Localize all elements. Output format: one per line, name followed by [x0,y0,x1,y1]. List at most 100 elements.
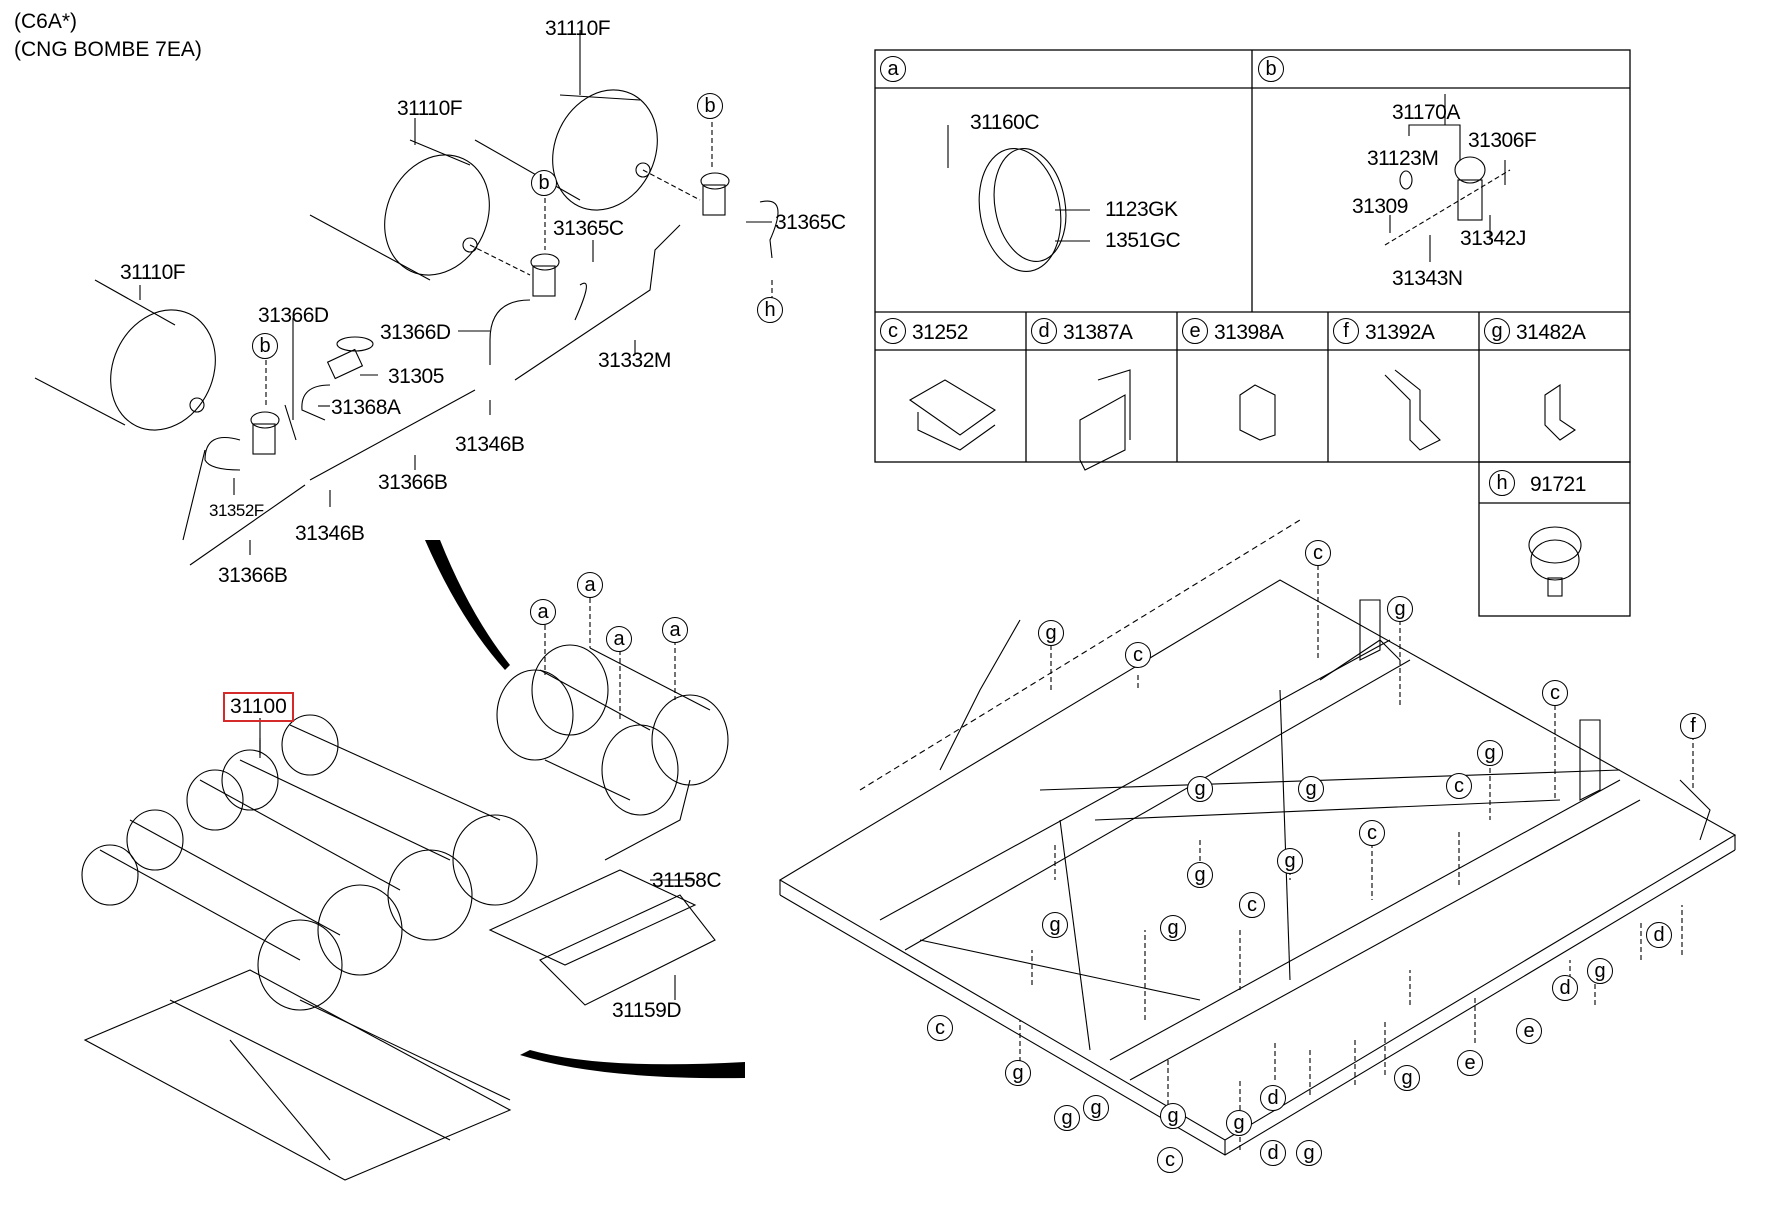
assembly-description: (CNG BOMBE 7EA) [14,38,202,61]
legend-part-31387a[interactable]: 31387A [1063,321,1133,344]
cylinder-left [34,279,216,431]
frame-callout[interactable]: g [1587,958,1613,984]
legend-part-91721[interactable]: 91721 [1530,473,1586,496]
legend-part-1123gk[interactable]: 1123GK [1105,198,1178,221]
frame-callout[interactable]: g [1298,776,1324,802]
frame-callout[interactable]: g [1054,1105,1080,1131]
legend-ref-a: a [880,56,906,82]
callout-a[interactable]: a [530,599,556,625]
large-frame [778,519,1737,1156]
legend-part-31170a[interactable]: 31170A [1392,101,1460,124]
legend-part-31309[interactable]: 31309 [1352,195,1408,218]
part-label-31158c[interactable]: 31158C [652,869,722,892]
frame-callout[interactable]: g [1005,1060,1031,1086]
callout-h[interactable]: h [757,297,783,323]
frame-callout[interactable]: g [1160,915,1186,941]
legend-part-31252[interactable]: 31252 [912,321,968,344]
callout-b-left[interactable]: b [252,333,278,359]
frame-callout[interactable]: e [1457,1050,1483,1076]
frame-callout[interactable]: c [1305,540,1331,566]
legend-part-31343n[interactable]: 31343N [1392,267,1463,290]
legend-grid [874,49,1631,617]
legend-part-31306f[interactable]: 31306F [1468,129,1537,152]
tank-set-a [496,644,729,861]
main-assembly-tanks [81,714,538,1011]
frame-callout[interactable]: g [1477,740,1503,766]
part-label-31368a[interactable]: 31368A [331,396,401,419]
main-assembly-part-number[interactable]: 31100 [223,692,294,722]
legend-ref-b: b [1258,56,1284,82]
part-label-31346b-upper[interactable]: 31346B [455,433,525,456]
legend-drawings [908,94,1582,597]
callout-arrows [425,540,745,1079]
part-label-31159d[interactable]: 31159D [612,999,682,1022]
legend-part-31123m[interactable]: 31123M [1367,147,1439,170]
legend-ref-f: f [1333,318,1359,344]
frame-callout[interactable]: g [1187,776,1213,802]
frame-callout[interactable]: c [1125,642,1151,668]
frame-callout[interactable]: c [1446,773,1472,799]
valve-assemblies [250,169,730,455]
legend-ref-e: e [1182,318,1208,344]
a-leaders [544,598,676,720]
part-label-31366d-left[interactable]: 31366D [258,304,329,327]
callout-a[interactable]: a [662,617,688,643]
legend-ref-c: c [880,318,906,344]
frame-callout[interactable]: g [1042,912,1068,938]
frame-callout[interactable]: c [1157,1147,1183,1173]
pipes [182,200,779,566]
frame-callout[interactable]: d [1552,975,1578,1001]
frame-callout[interactable]: g [1394,1065,1420,1091]
frame-callout[interactable]: e [1516,1018,1542,1044]
frame-callout[interactable]: d [1260,1085,1286,1111]
part-label-31332m[interactable]: 31332M [598,349,671,372]
frame-callout[interactable]: c [1359,820,1385,846]
legend-part-31342j[interactable]: 31342J [1460,227,1526,250]
frame-leaders [1019,565,1694,1150]
cylinder-mid [309,139,490,281]
legend-part-31160c[interactable]: 31160C [970,111,1040,134]
legend-ref-h: h [1489,470,1515,496]
part-label-31366d-mid[interactable]: 31366D [380,321,451,344]
legend-part-31392a[interactable]: 31392A [1365,321,1435,344]
frame-callout[interactable]: c [927,1015,953,1041]
part-label-31110f-left[interactable]: 31110F [120,261,186,284]
callout-a[interactable]: a [577,572,603,598]
callout-b-top[interactable]: b [697,93,723,119]
part-label-31110f-mid[interactable]: 31110F [397,97,463,120]
frame-callout[interactable]: g [1187,862,1213,888]
frame-callout[interactable]: g [1160,1103,1186,1129]
part-leaders [139,30,772,555]
part-label-31365c-top[interactable]: 31365C [775,211,846,234]
frame-callout[interactable]: c [1542,680,1568,706]
frame-callout[interactable]: c [1239,892,1265,918]
frame-callout[interactable]: f [1680,713,1706,739]
part-label-31366b-upper[interactable]: 31366B [378,471,448,494]
cover-plates [488,869,716,1006]
legend-part-1351gc[interactable]: 1351GC [1105,229,1181,252]
frame-callout[interactable]: d [1646,922,1672,948]
frame-callout[interactable]: d [1260,1140,1286,1166]
frame-callout[interactable]: g [1296,1140,1322,1166]
part-label-31366b-lower[interactable]: 31366B [218,564,288,587]
legend-ref-d: d [1031,318,1057,344]
model-code: (C6A*) [14,10,78,33]
cylinder-top [474,89,658,211]
callout-b-mid[interactable]: b [531,170,557,196]
frame-callout[interactable]: g [1083,1095,1109,1121]
part-label-31305[interactable]: 31305 [388,365,444,388]
part-label-31346b-lower[interactable]: 31346B [295,522,365,545]
frame-callout[interactable]: g [1387,596,1413,622]
legend-part-31398a[interactable]: 31398A [1214,321,1284,344]
part-label-31352f[interactable]: 31352F [209,501,264,520]
frame-callout[interactable]: g [1226,1110,1252,1136]
legend-part-31482a[interactable]: 31482A [1516,321,1586,344]
frame-callout[interactable]: g [1038,620,1064,646]
main-frame-small [83,969,512,1181]
frame-callout[interactable]: g [1277,848,1303,874]
part-label-31110f-top[interactable]: 31110F [545,17,611,40]
legend-ref-g: g [1484,318,1510,344]
callout-a[interactable]: a [606,626,632,652]
part-label-31365c-mid[interactable]: 31365C [553,217,624,240]
